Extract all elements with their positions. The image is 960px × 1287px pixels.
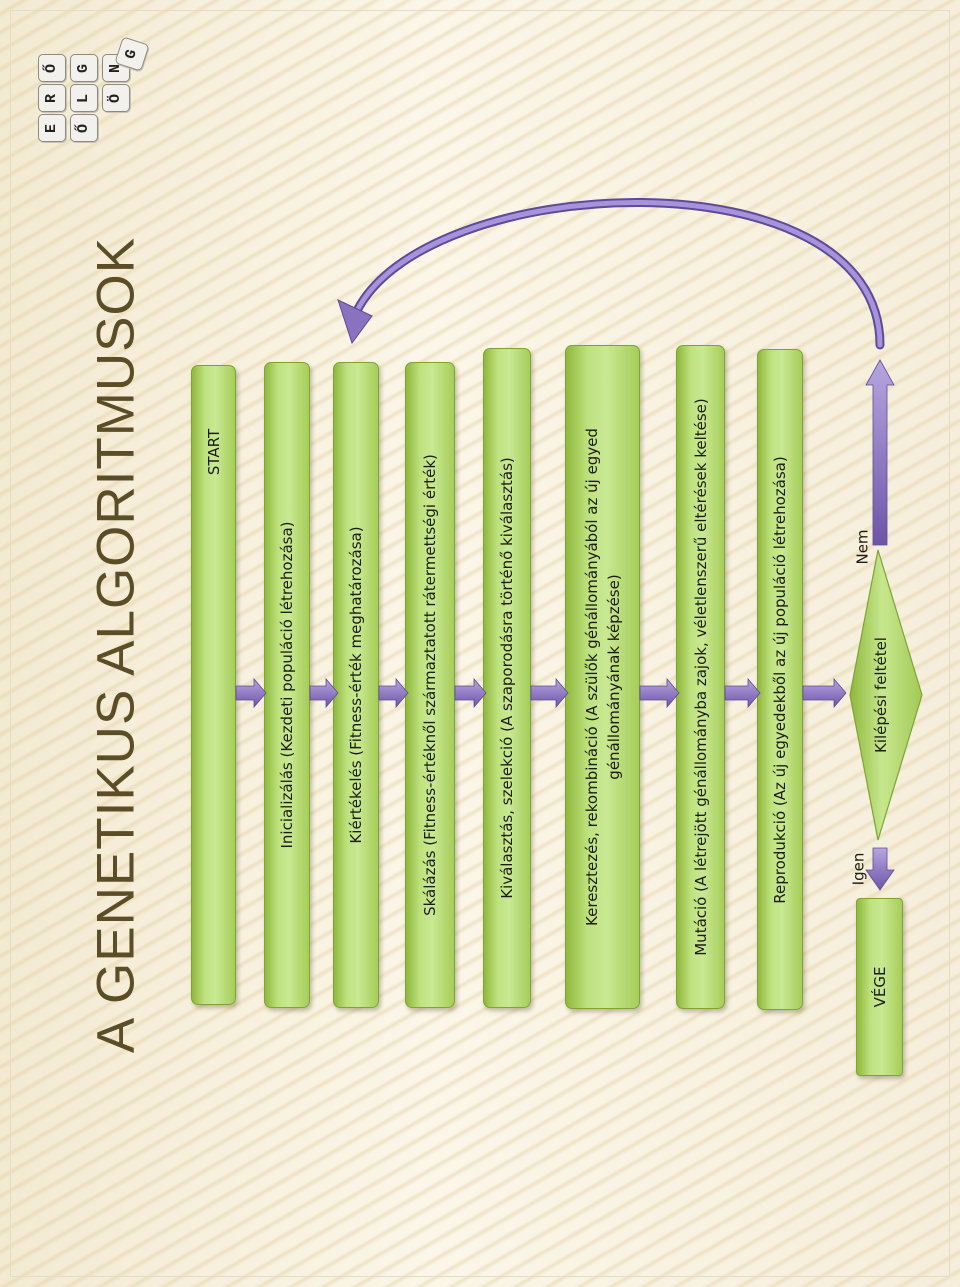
arrow-right — [724, 677, 761, 709]
arrow-right — [378, 677, 409, 709]
arrow-right — [454, 677, 487, 709]
arrow-right — [530, 677, 569, 709]
logo-piece: G — [70, 54, 98, 82]
arrow-right — [235, 677, 267, 709]
logo-piece: R — [38, 84, 66, 112]
arrow-right — [309, 677, 339, 709]
logo-piece: E — [38, 114, 66, 142]
step-end: VÉGE — [856, 898, 903, 1076]
arrow-right — [639, 677, 680, 709]
loop-back-arrow — [350, 198, 885, 350]
step-selection: Kiválasztás, szelekció (A szaporodásra t… — [483, 348, 531, 1008]
arrow-down — [865, 847, 895, 891]
decision-diamond — [849, 549, 923, 841]
step-crossover: Keresztezés, rekombináció (A szülők géná… — [565, 345, 640, 1009]
step-evaluation: Kiértékelés (Fitness-érték meghatározása… — [333, 362, 379, 1008]
logo-piece: Ő — [70, 114, 98, 142]
step-initialization: Inicializálás (Kezdeti populáció létreho… — [264, 362, 310, 1008]
step-start: START — [191, 365, 236, 1005]
logo-piece: L — [70, 84, 98, 112]
arrow-up — [865, 359, 895, 546]
step-scaling: Skálázás (Fitness-értéknől származtatott… — [405, 362, 455, 1008]
step-reproduction: Reprodukció (Az új egyedekből az új popu… — [757, 349, 803, 1010]
arrow-right — [802, 677, 847, 709]
logo: E R Ő Ő L G Ö N G — [28, 36, 150, 154]
logo-piece: Ö — [102, 84, 130, 112]
loop-arrow-head — [337, 299, 373, 345]
logo-piece: Ő — [38, 54, 66, 82]
step-mutation: Mutáció (A létrejött génállományba zajok… — [676, 345, 725, 1009]
